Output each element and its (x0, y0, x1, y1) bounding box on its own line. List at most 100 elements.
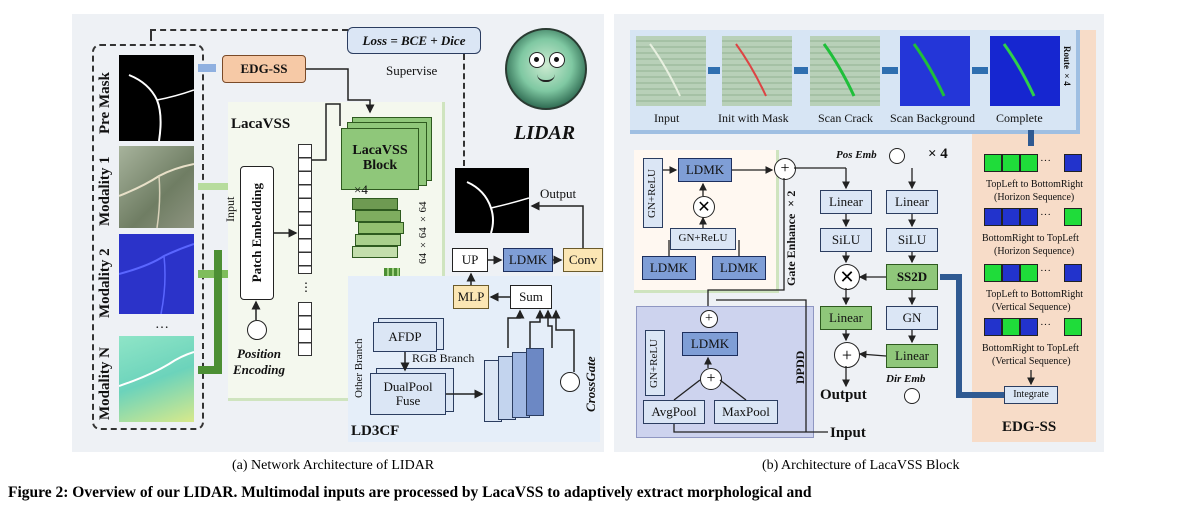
avgpool-box: AvgPool (643, 400, 705, 424)
modality-frame (92, 44, 204, 430)
panel-a-caption: (a) Network Architecture of LIDAR (232, 458, 435, 473)
scan-order-3-sub: (Vertical Sequence) (992, 302, 1071, 313)
route-arrow-4 (972, 67, 988, 74)
output-label-b: Output (820, 387, 867, 403)
position-encoding-icon (247, 320, 267, 340)
add-icon-dpdd-mid: + (700, 368, 722, 390)
output-image (455, 168, 530, 234)
up-box: UP (452, 248, 488, 272)
silu-box-right: SiLU (886, 228, 938, 252)
ldmk-box-a: LDMK (503, 248, 553, 272)
gn-relu-box-1: GN+ReLU (643, 158, 663, 228)
scan-order-2-ellipsis: ··· (1040, 209, 1051, 221)
lidar-logo (505, 28, 587, 110)
pos-emb-label: Pos Emb (836, 149, 877, 161)
mlp-box: MLP (453, 285, 489, 309)
route-image-input (636, 36, 706, 106)
figure-caption: Figure 2: Overview of our LIDAR. Multimo… (8, 484, 812, 501)
route-label-input: Input (654, 111, 680, 125)
modality-n-image (118, 336, 195, 422)
gn-relu-box-dpdd: GN+ReLU (645, 330, 665, 396)
scan-order-1-sub: (Horizon Sequence) (994, 192, 1075, 203)
pos-emb-icon (889, 148, 905, 164)
scan-order-4-ellipsis: ··· (1040, 319, 1051, 331)
route-to-edgss-connector (1028, 130, 1034, 146)
modality-ellipsis: … (155, 317, 169, 332)
ldmk-box-b3: LDMK (712, 256, 766, 280)
route-image-complete (990, 36, 1060, 106)
panel-b-caption: (b) Architecture of LacaVSS Block (762, 458, 960, 473)
integrate-box: Integrate (1004, 386, 1058, 404)
supervise-dashed-line (150, 29, 348, 41)
conv-box: Conv (563, 248, 603, 272)
ld3cf-label: LD3CF (351, 423, 400, 439)
scan-order-3-squares (984, 264, 1082, 282)
scan-order-2-title: BottomRight to TopLeft (982, 233, 1079, 244)
position-encoding-label: Position Encoding (232, 346, 285, 377)
silu-box-left: SiLU (820, 228, 872, 252)
scan-order-2-sub: (Horizon Sequence) (994, 246, 1075, 257)
modality-1-image (118, 146, 195, 229)
afdp-box: AFDP (373, 322, 437, 352)
supervise-label: Supervise (386, 63, 438, 78)
route-label-complete: Complete (996, 111, 1043, 125)
ss2d-edgss-connector-h2 (956, 392, 1004, 398)
patch-embedding-box: Patch Embedding (240, 166, 274, 300)
pre-mask-image (119, 55, 195, 142)
scan-order-4-sub: (Vertical Sequence) (992, 356, 1071, 367)
token-column: ⋮ (298, 144, 312, 356)
route-image-scan-background (900, 36, 970, 106)
route-image-init-mask (722, 36, 792, 106)
scan-order-3-title: TopLeft to BottomRight (986, 289, 1084, 300)
sum-box: Sum (510, 285, 552, 309)
lidar-title: LIDAR (514, 122, 576, 144)
scan-order-4-squares (984, 318, 1082, 336)
input-label-b: Input (830, 425, 866, 441)
linear-box-green-2: Linear (886, 344, 938, 368)
scan-order-1-squares (984, 154, 1082, 172)
edgss-box: EDG-SS (222, 55, 306, 83)
output-label-a: Output (540, 186, 577, 201)
scan-order-2-squares (984, 208, 1082, 226)
lacavss-label: LacaVSS (231, 116, 291, 132)
rgb-branch-label: RGB Branch (412, 351, 475, 365)
route-arrow-1 (708, 67, 720, 74)
linear-box-left: Linear (820, 190, 872, 214)
route-arrow-2 (794, 67, 808, 74)
multiply-icon-2: ✕ (834, 264, 860, 290)
lacavss-block: LacaVSS Block (341, 128, 419, 190)
arrow-modality-n (198, 366, 220, 374)
panel-a-connectors (251, 68, 584, 399)
route-label-init: Init with Mask (718, 111, 789, 125)
scan-order-1-ellipsis: ··· (1040, 155, 1051, 167)
route-label-scan-background: Scan Background (890, 111, 975, 125)
loss-box: Loss = BCE + Dice (347, 27, 481, 54)
maxpool-box: MaxPool (714, 400, 778, 424)
dualpool-box: DualPool Fuse (370, 373, 446, 415)
ldmk-box-b2: LDMK (642, 256, 696, 280)
multiply-icon-1: ✕ (693, 196, 715, 218)
scan-order-1-title: TopLeft to BottomRight (986, 179, 1084, 190)
lacavss-block-times4: ×4 (354, 182, 368, 197)
ldmk-box-dpdd: LDMK (682, 332, 738, 356)
crossgate-icon (560, 372, 580, 392)
crossgate-blocks (484, 348, 560, 422)
supervise-dashed-vertical (463, 54, 467, 166)
feature-stack (352, 198, 404, 264)
add-icon-dpdd-top: + (700, 310, 718, 328)
route-label-scan-crack: Scan Crack (818, 111, 873, 125)
gn-relu-box-2: GN+ReLU (670, 228, 736, 250)
arrow-pre-mask-to-edgss (198, 64, 216, 72)
linear-box-green: Linear (820, 306, 872, 330)
scan-order-3-ellipsis: ··· (1040, 265, 1051, 277)
arrow-modality-n-vertical (214, 250, 222, 374)
ss2d-edgss-connector-v (956, 274, 962, 398)
linear-box-right: Linear (886, 190, 938, 214)
dir-emb-icon (904, 388, 920, 404)
times4-label-b: × 4 (928, 146, 948, 162)
gn-box: GN (886, 306, 938, 330)
edgss-label-b: EDG-SS (1002, 419, 1057, 435)
arrow-modality-1 (198, 183, 238, 190)
modality-2-image (118, 234, 195, 315)
